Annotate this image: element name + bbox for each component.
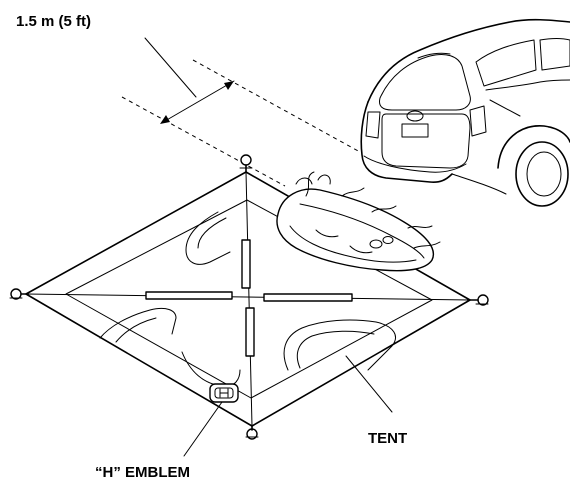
h-emblem-inner: [214, 387, 234, 399]
vehicle-side-window-rear: [475, 39, 537, 87]
vehicle-rear-wheel: [515, 141, 569, 207]
stake-right: [469, 294, 489, 306]
tent-bundle: [276, 171, 441, 272]
distance-arrow-shaft: [164, 80, 235, 122]
cross-panel-bottom: [245, 307, 255, 357]
distance-arrowhead-far: [224, 81, 234, 90]
pole-loop-bottom: [181, 351, 241, 387]
tent-bundle-fold-1: [289, 225, 417, 263]
tent-label: TENT: [368, 430, 407, 447]
seam-vertical: [245, 171, 253, 427]
pole-loop-top: [185, 211, 231, 265]
vehicle-license-plate: [401, 123, 429, 138]
pole-loop-right-inner: [296, 330, 375, 369]
emblem-leader-line: [183, 401, 223, 457]
cross-panel-top: [241, 239, 251, 289]
cross-panel-left: [145, 291, 233, 300]
stake-bottom: [245, 425, 259, 440]
emblem-label: “H” EMBLEM: [95, 464, 190, 481]
pole-loop-right: [283, 319, 396, 371]
tent-buckle: [369, 239, 383, 249]
h-emblem-letter: [219, 388, 229, 398]
ground-sheet: [25, 171, 471, 427]
vehicle: [360, 18, 570, 207]
tent-bundle-fold-2: [299, 203, 425, 259]
pole-loop-top-inner: [197, 217, 227, 249]
tent-cord-5: [413, 241, 441, 249]
vehicle-emblem: [406, 110, 424, 122]
pole-loop-left-inner: [115, 317, 157, 343]
vehicle-tail-light-left: [365, 111, 381, 139]
tent-cord-1: [305, 171, 315, 197]
seam-horizontal: [25, 293, 471, 301]
tent-leader-line: [345, 355, 393, 413]
distance-guide: [121, 37, 361, 187]
tent-bundle-crease-2: [349, 245, 373, 254]
tent-cord-3: [371, 205, 397, 213]
tent-bundle-crease-1: [315, 229, 339, 238]
vehicle-wheel-arch: [497, 125, 570, 169]
pole-loop-left: [99, 307, 177, 339]
h-emblem: [209, 383, 239, 403]
vehicle-rear-body: [360, 101, 453, 183]
dashed-line-near: [121, 96, 286, 187]
tent-strap-2: [317, 174, 331, 185]
stakes: [9, 154, 489, 440]
vehicle-side-window-front: [539, 38, 570, 71]
tent-cord-4: [407, 225, 433, 229]
tent-cord-2: [341, 187, 365, 197]
tent-bundle-body: [276, 188, 435, 272]
cross-panel-right: [263, 293, 353, 302]
vehicle-tailgate: [381, 113, 471, 169]
vehicle-door-handle: [489, 99, 521, 117]
vehicle-tail-light-right: [469, 105, 487, 137]
vehicle-spoiler: [417, 52, 451, 59]
vehicle-wheel-rim: [526, 151, 562, 197]
vehicle-rocker: [451, 173, 507, 195]
stake-left: [9, 288, 27, 300]
distance-leader-line: [144, 37, 197, 98]
vehicle-side-crease: [485, 79, 570, 91]
tent-strap-1: [295, 177, 313, 185]
vehicle-rear-window: [379, 53, 471, 111]
tent-buckle-2: [382, 236, 394, 244]
distance-label: 1.5 m (5 ft): [16, 13, 91, 30]
dashed-line-far: [192, 59, 361, 153]
vehicle-bumper: [363, 155, 467, 173]
stake-top: [239, 154, 253, 173]
distance-arrowhead-near: [160, 115, 170, 124]
vehicle-roof: [367, 18, 570, 103]
